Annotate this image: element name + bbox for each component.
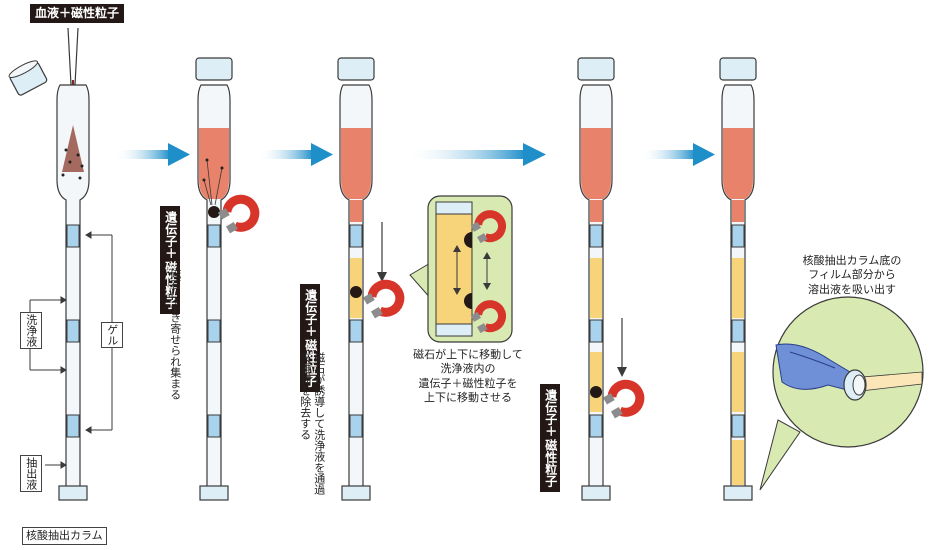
blood-magnetic-label: 血液＋磁性粒子 — [30, 4, 125, 23]
zoom-caption: 磁石が上下に移動して 洗浄液内の 遺伝子＋磁性粒子を 上下に移動させる — [398, 348, 538, 405]
tag-line-1: 遺伝子＋ — [543, 389, 558, 437]
magnet-3 — [362, 279, 405, 319]
step5-caption-line-3: 溶出液を吸い出す — [808, 282, 896, 296]
magnet-2 — [217, 194, 260, 234]
column-name-label: 核酸抽出カラム — [22, 527, 107, 545]
tag-line-2: 磁性粒子 — [543, 439, 558, 487]
pipette-zoom — [759, 296, 924, 491]
tag-line-1: 遺伝子＋ — [163, 211, 178, 259]
column-3 — [337, 57, 387, 501]
tag-line-1: 遺伝子＋ — [303, 289, 318, 337]
tag-line-2: 磁性粒子 — [163, 261, 178, 309]
zoom-panel — [409, 195, 513, 343]
column-4 — [577, 57, 627, 501]
gene-particle-tag-3: 遺伝子＋ 磁性粒子 — [300, 284, 320, 392]
zoom-caption-line-2: 洗浄液内の — [440, 362, 496, 376]
gene-particle-tag-2: 遺伝子＋ 磁性粒子 — [160, 206, 180, 314]
zoom-caption-line-1: 磁石が上下に移動して — [413, 348, 523, 361]
elution-label: 抽出液 — [20, 455, 42, 492]
column-1 — [8, 27, 90, 501]
tag-line-2: 磁性粒子 — [303, 339, 318, 387]
column-5 — [719, 57, 757, 501]
arrow-4 — [640, 143, 715, 166]
zoom-caption-line-3: 遺伝子＋磁性粒子を — [418, 376, 518, 390]
gene-particle-tag-4: 遺伝子＋ 磁性粒子 — [540, 384, 560, 492]
arrow-2 — [258, 143, 333, 166]
arrow-1 — [115, 143, 190, 166]
step5-caption: 核酸抽出カラム底の フィルム部分から 溶出液を吸い出す — [792, 254, 912, 297]
gel-label: ゲル — [101, 322, 123, 348]
arrow-3 — [405, 143, 546, 166]
column-2 — [195, 57, 233, 501]
magnet-4 — [602, 379, 645, 419]
step3-caption-2: 夾雑物を除去する — [298, 352, 312, 440]
step3-caption-1: 磁石が誘導して洗浄液を通過 — [312, 352, 326, 495]
step5-caption-line-2: フィルム部分から — [808, 268, 896, 282]
wash-label: 洗浄液 — [20, 312, 42, 349]
zoom-caption-line-4: 上下に移動させる — [424, 390, 512, 404]
step5-caption-line-1: 核酸抽出カラム底の — [802, 254, 902, 267]
step2-caption: 磁石に引き寄せられ集まる — [168, 268, 182, 400]
